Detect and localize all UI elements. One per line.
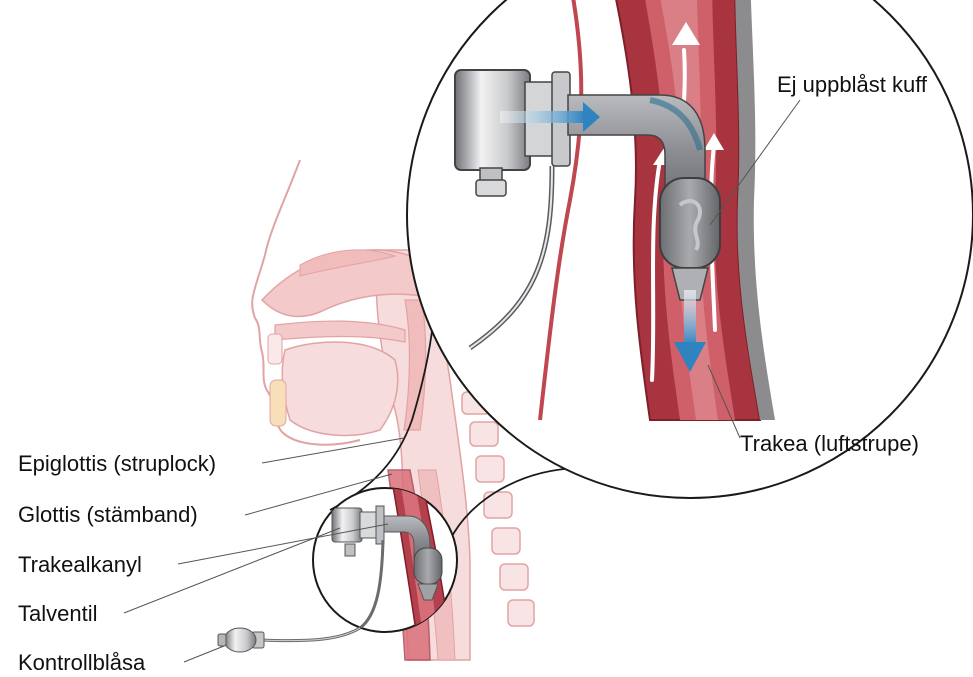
pilot-balloon-assembly — [218, 628, 360, 652]
label-glottis: Glottis (stämband) — [18, 502, 198, 527]
label-talventil: Talventil — [18, 601, 97, 626]
label-kontrollblasa: Kontrollblåsa — [18, 650, 146, 675]
label-kuff: Ej uppblåst kuff — [777, 72, 928, 97]
leader-epiglottis — [262, 438, 404, 463]
tongue — [282, 342, 397, 435]
leader-kontrollblasa — [184, 646, 224, 662]
label-trakea: Trakea (luftstrupe) — [740, 431, 919, 456]
teeth-lower — [270, 380, 286, 426]
label-epiglottis: Epiglottis (struplock) — [18, 451, 216, 476]
control-balloon — [224, 628, 256, 652]
leader-talventil — [124, 528, 340, 613]
label-trakealkanyl: Trakealkanyl — [18, 552, 142, 577]
teeth-upper — [268, 334, 282, 364]
balloon-valve — [218, 634, 226, 646]
